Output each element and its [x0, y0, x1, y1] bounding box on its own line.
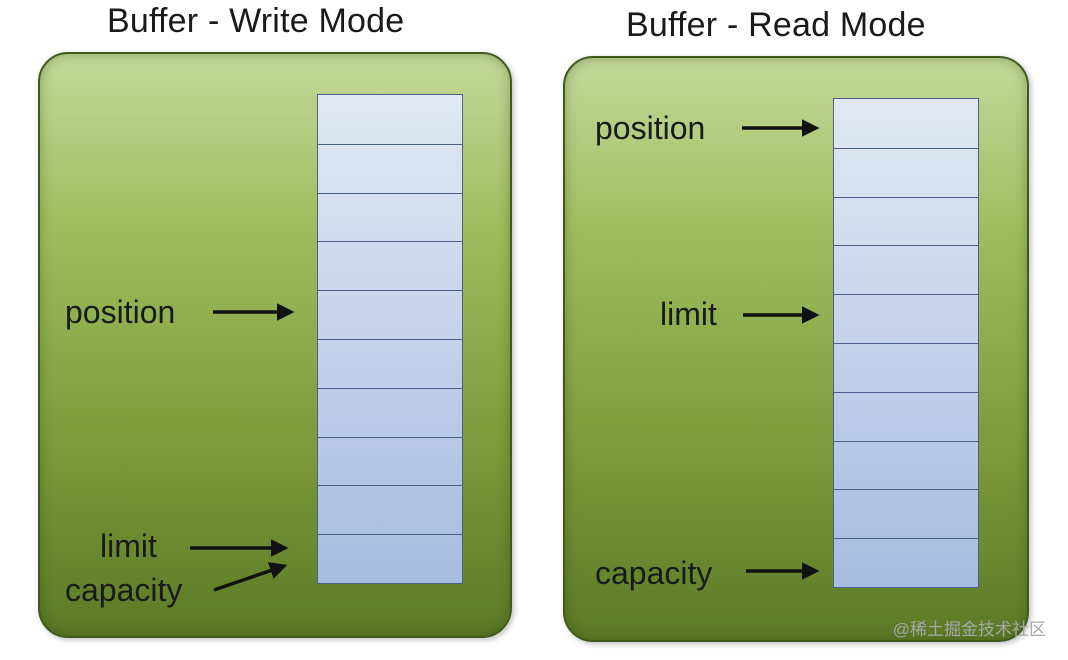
- read-limit-label: limit: [660, 296, 717, 332]
- write-buffer-cell: [318, 143, 462, 193]
- read-mode-title: Buffer - Read Mode: [626, 6, 926, 44]
- write-buffer-cell: [318, 290, 462, 339]
- read-buffer-cell: [834, 489, 978, 539]
- read-buffer-cell: [834, 440, 978, 490]
- write-buffer-cell: [318, 436, 462, 486]
- watermark: @稀土掘金技术社区: [892, 620, 1046, 639]
- read-buffer-cell: [834, 196, 978, 246]
- read-capacity-label: capacity: [595, 555, 713, 591]
- write-buffer-cell: [318, 192, 462, 242]
- read-buffer-cell: [834, 245, 978, 295]
- write-buffer-cell: [318, 95, 462, 144]
- read-buffer-cell: [834, 538, 978, 587]
- write-mode-buffer: [317, 94, 463, 584]
- write-mode-title: Buffer - Write Mode: [107, 2, 405, 40]
- write-limit-label: limit: [100, 528, 157, 564]
- write-buffer-cell: [318, 387, 462, 437]
- read-buffer-cell: [834, 343, 978, 392]
- write-buffer-cell: [318, 339, 462, 388]
- read-mode-buffer: [833, 98, 979, 588]
- write-buffer-cell: [318, 241, 462, 291]
- read-buffer-cell: [834, 99, 978, 148]
- read-buffer-cell: [834, 391, 978, 441]
- read-buffer-cell: [834, 147, 978, 197]
- write-buffer-cell: [318, 485, 462, 535]
- write-buffer-cell: [318, 534, 462, 583]
- write-capacity-label: capacity: [65, 572, 183, 608]
- write-position-label: position: [65, 294, 176, 330]
- read-buffer-cell: [834, 294, 978, 343]
- read-position-label: position: [595, 110, 706, 146]
